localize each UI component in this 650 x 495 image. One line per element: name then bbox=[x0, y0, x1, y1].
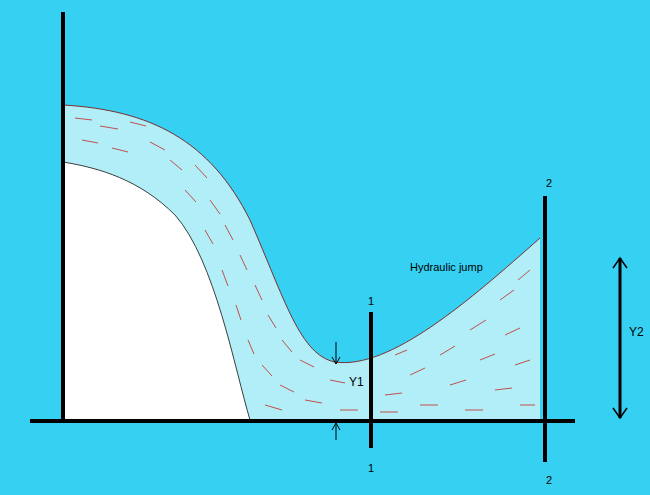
section-1-line bbox=[369, 312, 373, 448]
section-number: 2 bbox=[546, 178, 552, 189]
flow-streaks bbox=[75, 118, 535, 412]
depth-label: Y2 bbox=[629, 326, 644, 338]
section-2-line bbox=[543, 196, 547, 462]
depth-label: Y1 bbox=[349, 376, 364, 388]
section-number: 2 bbox=[546, 475, 552, 486]
water-body bbox=[63, 105, 540, 420]
section-number: 1 bbox=[368, 296, 374, 307]
y1-dimension-arrows bbox=[332, 342, 340, 440]
jump-label: Hydraulic jump bbox=[410, 262, 483, 273]
spillway-crest bbox=[63, 162, 250, 420]
section-number: 1 bbox=[368, 463, 374, 474]
channel-bed bbox=[30, 419, 575, 423]
left-wall bbox=[61, 12, 65, 422]
y2-dimension-arrow bbox=[613, 258, 627, 418]
